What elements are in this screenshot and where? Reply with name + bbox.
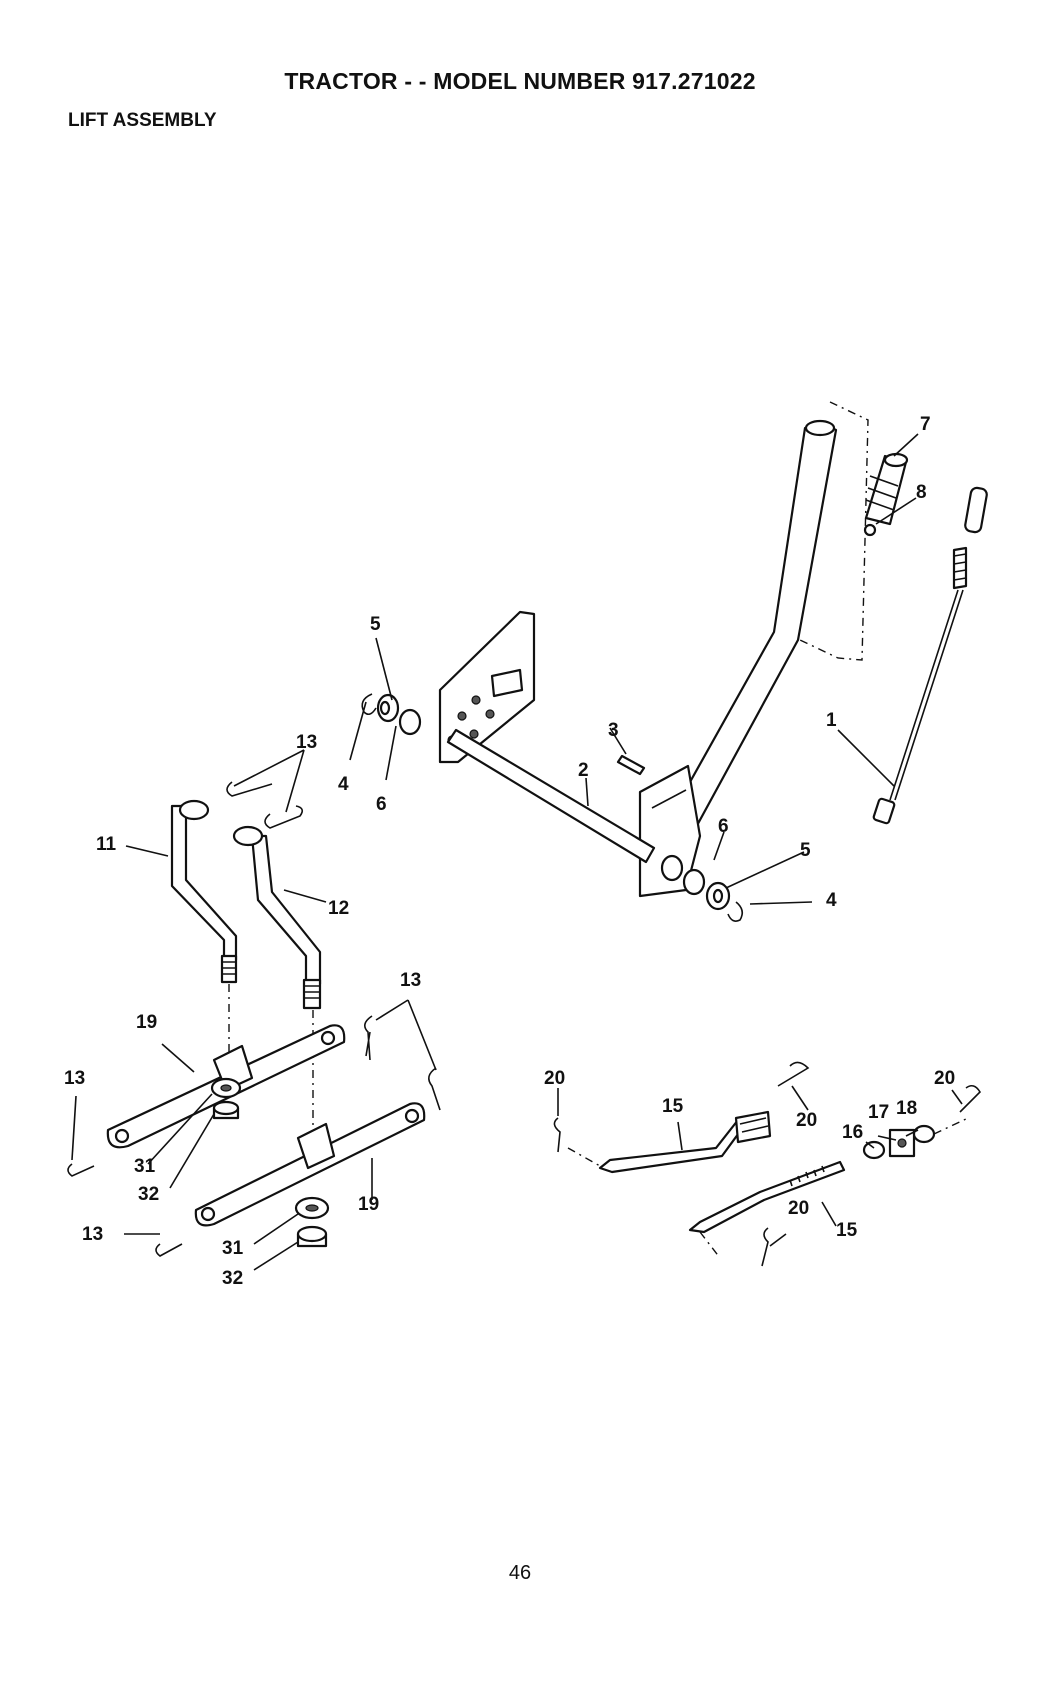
callout-6: 6 bbox=[376, 794, 387, 815]
callout-8: 8 bbox=[916, 482, 927, 503]
page-number: 46 bbox=[0, 1562, 1040, 1585]
callout-20: 20 bbox=[788, 1198, 809, 1219]
roll-pin bbox=[618, 756, 644, 774]
callout-17: 17 bbox=[868, 1102, 889, 1123]
callout-4: 4 bbox=[826, 890, 837, 911]
callout-15: 15 bbox=[836, 1220, 858, 1241]
callout-5: 5 bbox=[800, 840, 811, 861]
lift-link-12 bbox=[234, 827, 320, 1008]
callout-20: 20 bbox=[796, 1110, 817, 1131]
adjustment-rod-upper bbox=[568, 1112, 770, 1172]
callout-13: 13 bbox=[400, 970, 421, 991]
callout-13: 13 bbox=[82, 1224, 103, 1245]
callout-15: 15 bbox=[662, 1096, 684, 1117]
handle-grip bbox=[865, 454, 907, 535]
lift-link-11 bbox=[172, 801, 236, 982]
callout-20: 20 bbox=[934, 1068, 955, 1089]
callout-31: 31 bbox=[134, 1156, 156, 1177]
grip-button bbox=[865, 525, 875, 535]
callout-19: 19 bbox=[358, 1194, 379, 1215]
callout-12: 12 bbox=[328, 898, 349, 919]
callout-3: 3 bbox=[608, 720, 619, 741]
callout-11: 11 bbox=[96, 834, 117, 855]
left-bushing-group bbox=[362, 694, 420, 734]
leader-lines bbox=[72, 434, 962, 1270]
lower-washer-nut bbox=[296, 1198, 328, 1246]
callout-32: 32 bbox=[138, 1184, 159, 1205]
callout-32: 32 bbox=[222, 1268, 243, 1289]
callout-6: 6 bbox=[718, 816, 729, 837]
lift-lever bbox=[640, 421, 836, 896]
callout-1: 1 bbox=[826, 710, 837, 731]
callout-5: 5 bbox=[370, 614, 381, 635]
callout-4: 4 bbox=[338, 774, 349, 795]
callout-20: 20 bbox=[544, 1068, 565, 1089]
callout-13: 13 bbox=[64, 1068, 85, 1089]
lift-rod bbox=[873, 487, 988, 824]
callout-19: 19 bbox=[136, 1012, 157, 1033]
callout-18: 18 bbox=[896, 1098, 917, 1119]
callout-numbers: 5 4 6 3 2 6 5 4 7 8 1 11 12 13 13 13 13 … bbox=[64, 414, 955, 1289]
callout-16: 16 bbox=[842, 1122, 863, 1143]
trunnion-group bbox=[864, 1118, 968, 1158]
callout-2: 2 bbox=[578, 760, 589, 781]
callout-13: 13 bbox=[296, 732, 317, 753]
callout-31: 31 bbox=[222, 1238, 244, 1259]
callout-7: 7 bbox=[920, 414, 931, 435]
